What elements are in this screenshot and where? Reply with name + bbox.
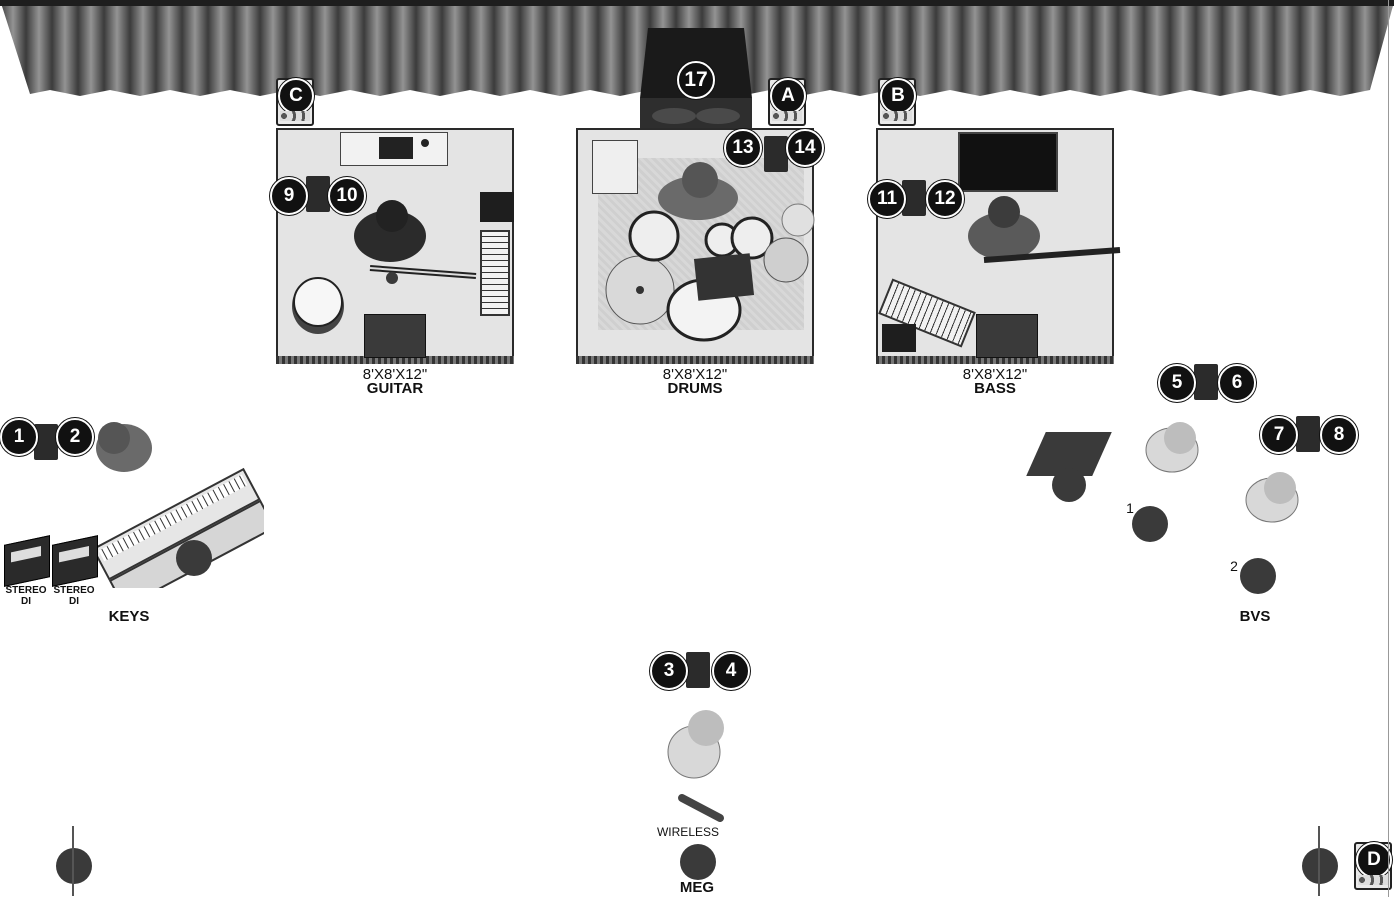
monitor-badge-13: 13 — [724, 129, 762, 167]
iem-pack-icon — [764, 136, 788, 172]
keys-rig-icon — [91, 422, 264, 588]
iem-pack-icon — [686, 652, 710, 688]
bv2-figure — [1245, 472, 1299, 523]
monitor-badge-5: 5 — [1158, 364, 1196, 402]
di-label-1: STEREO DI — [5, 585, 47, 607]
mic-stand-icon — [1052, 468, 1086, 502]
outlet-icon — [772, 111, 802, 121]
riser-guitar[interactable] — [276, 128, 514, 364]
iem-pack-icon — [1194, 364, 1218, 400]
mic-stand-icon — [1132, 506, 1168, 542]
floor-tom-icon — [292, 277, 344, 334]
position-label-bvs: BVS — [1239, 608, 1271, 625]
power-drop-d[interactable]: D — [1354, 842, 1392, 890]
monitor-badge-17: 17 — [677, 61, 715, 99]
riser-size-drums: 8'X8'X12" — [662, 366, 728, 383]
monitor-badge-10: 10 — [328, 177, 366, 215]
monitor-badge-7: 7 — [1260, 416, 1298, 454]
outlet-icon — [280, 111, 310, 121]
riser-size-bass: 8'X8'X12" — [962, 366, 1028, 383]
bassist-figure — [968, 196, 1121, 263]
wireless-label: WIRELESS — [656, 825, 719, 839]
riser-name-guitar: GUITAR — [366, 380, 424, 397]
power-drop-label: A — [770, 78, 806, 114]
di-box-icon — [882, 324, 916, 352]
outlet-icon — [1358, 875, 1388, 885]
bv-mic-number-1: 1 — [1126, 500, 1134, 516]
position-label-meg: MEG — [679, 879, 715, 896]
riser-skirt — [276, 356, 514, 364]
mic-stand-icon — [386, 272, 398, 284]
keyboard-icon — [480, 230, 510, 316]
riser-size-guitar: 8'X8'X12" — [362, 366, 428, 383]
monitor-badge-4: 4 — [712, 652, 750, 690]
laptop-icon — [592, 140, 638, 194]
di-label-2: STEREO DI — [53, 585, 95, 607]
mic-stand-icon — [680, 844, 716, 880]
front-right-mic-stand-icon — [1302, 848, 1338, 884]
drummer-figure — [658, 162, 738, 220]
outlet-icon — [882, 111, 912, 121]
stand-pole — [72, 826, 74, 896]
bass-amp-icon — [958, 132, 1058, 192]
iem-pack-icon — [1296, 416, 1320, 452]
monitor-badge-6: 6 — [1218, 364, 1256, 402]
iem-pack-icon — [34, 424, 58, 460]
pedalboard-icon — [364, 314, 426, 358]
riser-drums[interactable] — [576, 128, 815, 364]
monitor-badge-8: 8 — [1320, 416, 1358, 454]
power-drop-c[interactable]: C — [276, 78, 314, 126]
di-box-icon — [480, 192, 514, 222]
iem-pack-icon — [306, 176, 330, 212]
guitar-rack-icon — [340, 132, 448, 166]
stage-edge-line — [1388, 0, 1389, 897]
riser-skirt — [876, 356, 1114, 364]
riser-name-bass: BASS — [974, 380, 1016, 397]
stand-pole — [1318, 826, 1320, 896]
monitor-badge-1: 1 — [0, 418, 38, 456]
iem-pack-icon — [902, 180, 926, 216]
monitor-badge-14: 14 — [786, 129, 824, 167]
monitor-badge-9: 9 — [270, 177, 308, 215]
power-drop-label: C — [278, 78, 314, 114]
power-drop-label: D — [1356, 842, 1392, 878]
front-left-mic-stand-icon — [56, 848, 92, 884]
riser-bass[interactable] — [876, 128, 1121, 364]
guitarist-figure — [354, 200, 477, 279]
sub-speaker: 17 — [640, 28, 752, 128]
drum-kit-icon — [605, 203, 815, 342]
power-drop-label: B — [880, 78, 916, 114]
bv1-figure — [1145, 422, 1199, 473]
stereo-di-icon — [4, 535, 50, 587]
power-drop-b[interactable]: B — [878, 78, 916, 126]
power-drop-a[interactable]: A — [768, 78, 806, 126]
riser-name-drums: DRUMS — [667, 380, 723, 397]
monitor-badge-3: 3 — [650, 652, 688, 690]
monitor-badge-12: 12 — [926, 180, 964, 218]
position-label-keys: KEYS — [108, 608, 150, 625]
riser-skirt — [576, 356, 814, 364]
lead-vocal-figure — [667, 710, 724, 822]
mic-stand-icon — [1240, 558, 1276, 594]
monitor-badge-11: 11 — [868, 180, 906, 218]
monitor-badge-2: 2 — [56, 418, 94, 456]
pedalboard-icon — [976, 314, 1038, 358]
bv-mic-number-2: 2 — [1230, 558, 1238, 574]
